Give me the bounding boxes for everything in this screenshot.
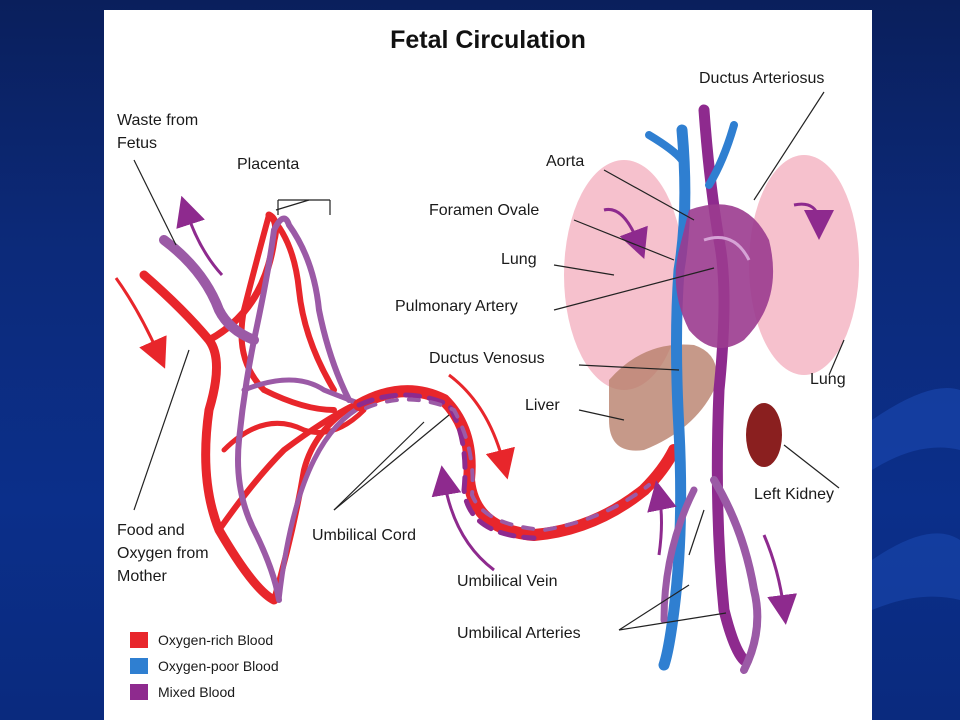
label-ductus-venosus: Ductus Venosus	[429, 350, 545, 367]
liver-shape	[609, 344, 717, 451]
diagram-title: Fetal Circulation	[390, 26, 586, 54]
label-liver: Liver	[525, 397, 560, 414]
legend-label: Oxygen-poor Blood	[158, 658, 279, 674]
label-lung-left: Lung	[501, 251, 537, 268]
label-umbilical-vein: Umbilical Vein	[457, 573, 558, 590]
label-umbilical-cord: Umbilical Cord	[312, 527, 417, 544]
flow-arrows	[114, 195, 834, 625]
leader-lines	[133, 91, 845, 631]
major-vessels	[645, 104, 762, 674]
legend-label: Oxygen-rich Blood	[158, 632, 274, 648]
label-pulmonary-artery: Pulmonary Artery	[395, 298, 518, 315]
label-placenta: Placenta	[237, 156, 300, 173]
legend-item-oxygen-poor: Oxygen-poor Blood	[130, 653, 279, 679]
legend-label: Mixed Blood	[158, 684, 236, 700]
label-food-oxygen-2: Oxygen from	[117, 545, 209, 562]
fetal-circulation-illustration	[114, 91, 859, 674]
label-waste-from-fetus-2: Fetus	[117, 135, 158, 152]
diagram-panel: Fetal Circulation	[104, 10, 872, 720]
kidney-shape	[746, 403, 782, 467]
umbilical-cord	[353, 385, 680, 542]
legend: Oxygen-rich Blood Oxygen-poor Blood Mixe…	[130, 627, 279, 705]
label-foramen-ovale: Foramen Ovale	[429, 202, 540, 219]
label-food-oxygen-1: Food and	[117, 522, 185, 539]
label-left-kidney: Left Kidney	[754, 486, 835, 503]
label-lung-right: Lung	[810, 371, 846, 388]
label-waste-from-fetus-1: Waste from	[117, 112, 199, 129]
left-lung-shape	[564, 160, 684, 390]
legend-swatch-oxygen-rich	[130, 632, 148, 648]
legend-item-oxygen-rich: Oxygen-rich Blood	[130, 627, 279, 653]
heart-shape	[675, 204, 774, 348]
legend-item-mixed: Mixed Blood	[130, 679, 279, 705]
legend-swatch-oxygen-poor	[130, 658, 148, 674]
label-umbilical-arteries: Umbilical Arteries	[457, 625, 581, 642]
label-food-oxygen-3: Mother	[117, 568, 167, 585]
placenta-network	[139, 211, 367, 605]
label-aorta: Aorta	[546, 153, 585, 170]
label-ductus-arteriosus: Ductus Arteriosus	[699, 70, 825, 87]
legend-swatch-mixed	[130, 684, 148, 700]
